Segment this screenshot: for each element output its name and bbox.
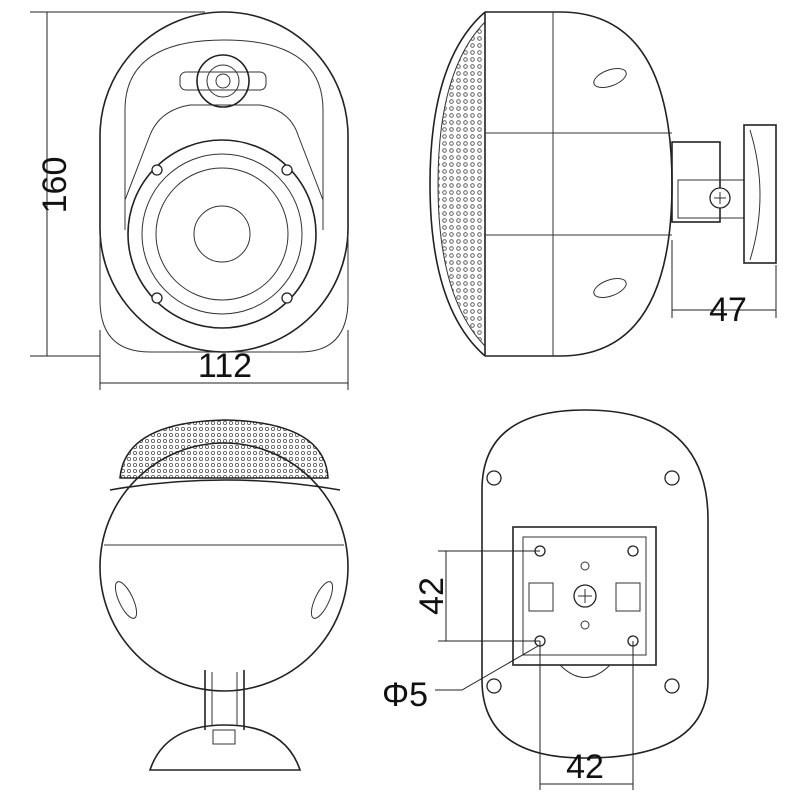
- back-view: 42 42 Φ5: [382, 409, 709, 790]
- height-dimension-label: 160: [36, 157, 74, 214]
- top-port: [114, 581, 138, 619]
- top-stand-inner: [211, 672, 238, 725]
- top-stand-clip: [212, 729, 236, 745]
- side-grille-mesh: [437, 20, 486, 348]
- woofer-screw: [281, 164, 293, 176]
- mount-slot: [528, 582, 554, 612]
- side-view: 47: [429, 11, 777, 357]
- woofer-screw: [151, 292, 163, 304]
- mount-horizontal-dimension-label: 42: [566, 748, 604, 786]
- top-housing-sphere: [99, 442, 349, 692]
- wall-plate-curve: [749, 129, 761, 261]
- top-stand-post: [204, 670, 245, 730]
- woofer-cone: [155, 167, 289, 301]
- top-port: [310, 581, 334, 619]
- tweeter-center: [215, 73, 231, 89]
- depth-dimension-label: 47: [709, 291, 747, 329]
- woofer-frame: [127, 139, 317, 329]
- tweeter-bracket: [179, 71, 267, 91]
- back-screw: [486, 470, 502, 486]
- tweeter-ring: [196, 54, 250, 108]
- back-screw: [664, 470, 680, 486]
- mount-small-hole: [580, 561, 590, 571]
- mount-hole: [627, 545, 639, 557]
- mount-vertical-dimension-label: 42: [413, 577, 451, 615]
- woofer-dustcap: [193, 205, 251, 263]
- top-grille-mesh: [119, 419, 329, 479]
- woofer-surround: [141, 153, 303, 315]
- mount-slot: [615, 582, 641, 612]
- woofer-screw: [281, 292, 293, 304]
- width-dimension-label: 112: [198, 347, 252, 385]
- hole-diameter-leader: [435, 645, 539, 691]
- woofer-screw: [151, 164, 163, 176]
- top-view: [99, 419, 349, 771]
- top-stand-base: [148, 724, 302, 771]
- back-housing-outline: [481, 409, 709, 759]
- front-lower-shell: [99, 235, 349, 353]
- mount-plate-tab: [559, 664, 611, 678]
- mount-plate-outer: [512, 526, 657, 666]
- back-screw: [664, 678, 680, 694]
- front-housing-outline: [99, 11, 349, 353]
- side-port: [593, 67, 627, 89]
- front-view: 160 112: [30, 11, 349, 390]
- wall-plate: [743, 124, 777, 264]
- front-cone-shroud: [124, 104, 324, 201]
- mount-plate-inner: [522, 536, 647, 656]
- back-screw: [486, 678, 502, 694]
- side-housing-outline: [485, 11, 673, 357]
- front-inner-frame: [124, 39, 324, 230]
- side-port: [593, 277, 627, 299]
- mount-small-hole: [580, 620, 590, 630]
- tweeter-dome: [206, 64, 240, 98]
- side-grille-edge: [429, 11, 486, 357]
- side-bracket-arm: [671, 141, 721, 223]
- top-grille-rim: [109, 479, 341, 491]
- hole-diameter-label: Φ5: [382, 676, 428, 714]
